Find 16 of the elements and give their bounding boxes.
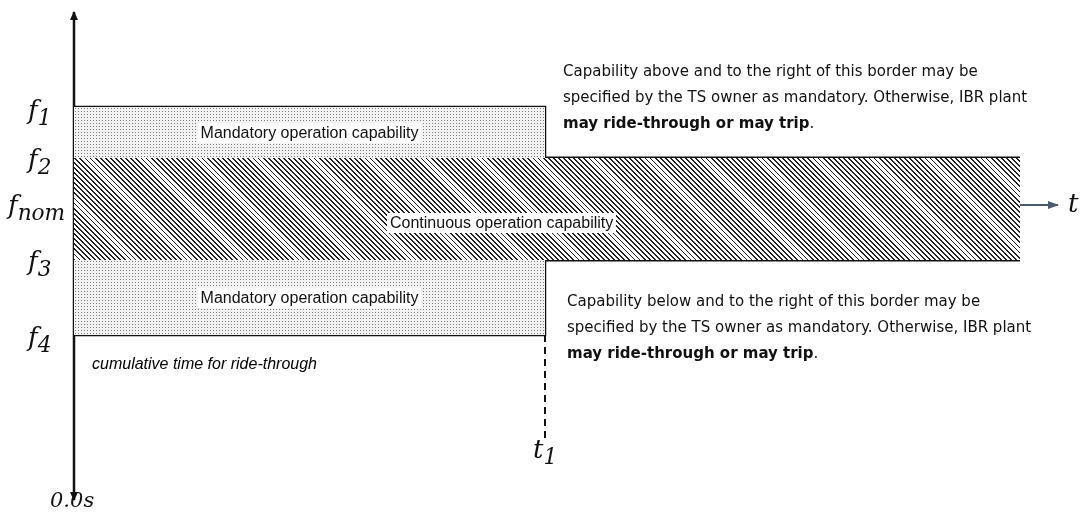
axis-tick-label: f$_{1}$ [28,95,52,131]
axis-tick-label: f$_{2}$ [28,144,52,180]
axis-tick-label: f$_{nom}$ [8,190,66,226]
note-text: Capability below and to the right of this border may be specified by the TS owner as mandatory. Otherwise, IBR plant may ride-through or may trip. [567,291,1033,364]
axis-tick-label: f$_{3}$ [28,246,52,282]
note-text: Capability above and to the right of this border may be specified by the TS owner as mandatory. Otherwise, IBR plant may ride-through or may trip. [563,61,1029,134]
dotted-band [74,107,545,158]
band-label: Mandatory operation capability [197,287,422,308]
band-label: Continuous operation capability [387,213,617,233]
axis-label: t [1068,188,1079,218]
axis-tick-label: f$_{4}$ [28,322,52,358]
band-label: Mandatory operation capability [197,122,422,143]
dotted-band [74,260,545,335]
axis-caption: cumulative time for ride-through [92,355,317,373]
hatched-band [74,158,1020,260]
axis-tick-label: t$_{1}$ [533,434,558,470]
